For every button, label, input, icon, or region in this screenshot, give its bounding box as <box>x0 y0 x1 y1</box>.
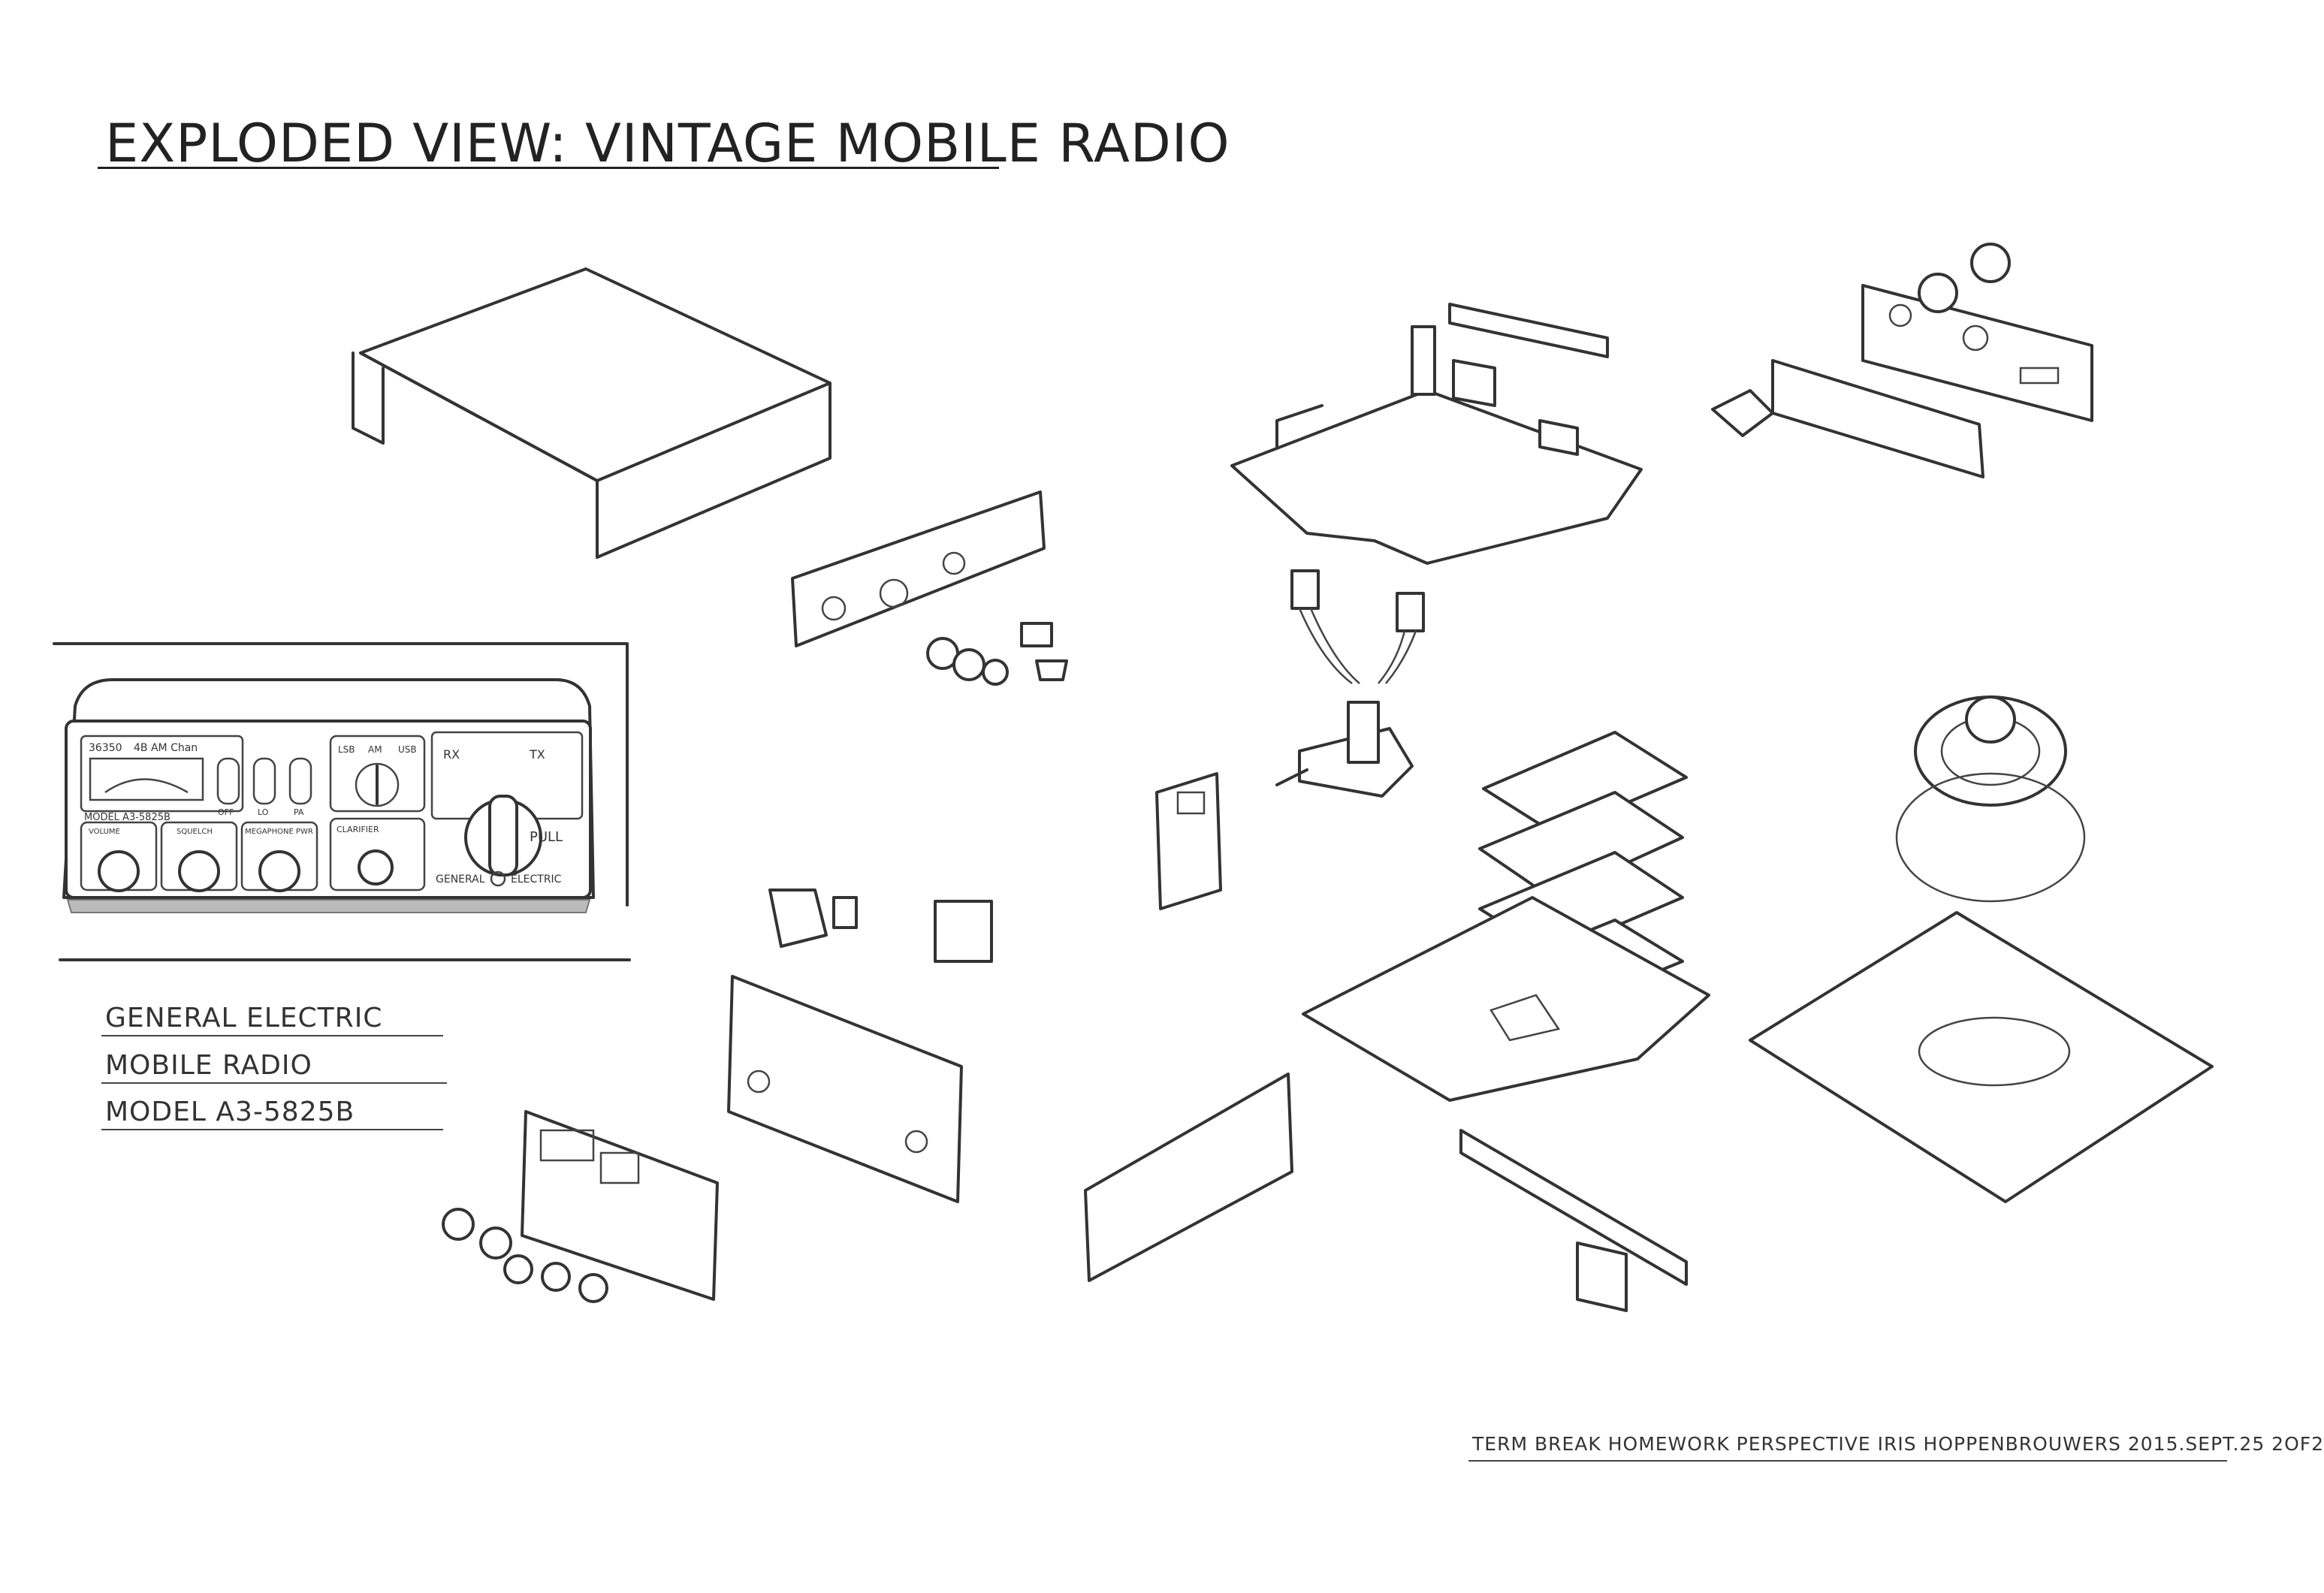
page-title: EXPLODED VIEW: VINTAGE MOBILE RADIO <box>105 113 1230 174</box>
front-bezel <box>521 1110 719 1301</box>
mode-label-usb: USB <box>398 744 417 755</box>
knob-label-megaphone: MEGAPHONE PWR <box>245 828 313 836</box>
info-rule-3 <box>101 1129 443 1130</box>
small-knobs-cluster <box>442 1208 608 1303</box>
rear-bracket-upper <box>791 490 1046 647</box>
clarifier-label: CLARIFIER <box>337 825 379 834</box>
switch-label-off: OFF <box>218 807 234 817</box>
bottom-tray <box>1749 911 2214 1203</box>
display-mode-label: 4B AM Chan <box>134 742 198 754</box>
knob-label-squelch: SQUELCH <box>177 828 213 836</box>
info-rule-1 <box>101 1035 443 1036</box>
mode-label-am: AM <box>368 744 382 755</box>
brand-left-label: GENERAL <box>436 873 485 886</box>
lower-rear-rail <box>1459 1129 1688 1312</box>
info-product: MOBILE RADIO <box>105 1050 312 1081</box>
center-relay <box>1275 701 1414 798</box>
switch-assembly-parts <box>768 889 993 963</box>
exploded-view-illustration: 36350 4B AM Chan MODEL A3-5825B OFF LO P… <box>53 243 2214 1312</box>
mode-label-lsb: LSB <box>338 744 355 755</box>
reference-frame <box>53 642 631 961</box>
tx-label: TX <box>529 747 545 762</box>
chassis-base <box>1302 896 1710 1102</box>
rear-connectors-small <box>926 622 1068 686</box>
model-plate-label: MODEL A3-5825B <box>84 812 171 823</box>
info-manufacturer: GENERAL ELECTRIC <box>105 1003 383 1033</box>
footer-underline <box>1468 1460 2227 1462</box>
lower-left-bracket <box>1084 1073 1293 1282</box>
switch-label-lo: LO <box>258 807 269 817</box>
switch-label-pa: PA <box>294 807 304 817</box>
display-channel-label: 36350 <box>89 742 122 754</box>
footer-credit: TERM BREAK HOMEWORK PERSPECTIVE IRIS HOP… <box>1472 1433 2324 1455</box>
speaker <box>1895 695 2086 903</box>
top-cover <box>352 267 832 559</box>
info-rule-2 <box>101 1082 447 1084</box>
brand-right-label: ELECTRIC <box>511 873 562 886</box>
toggle-switch-group: OFF LO PA <box>216 757 312 817</box>
rx-label: RX <box>443 747 460 762</box>
radio-front-assembled: 36350 4B AM Chan MODEL A3-5825B OFF LO P… <box>62 678 595 913</box>
front-knobs: VOLUME SQUELCH MEGAPHONE PWR <box>80 821 318 892</box>
side-bracket-center <box>1155 772 1222 910</box>
front-chassis-frame <box>727 975 963 1203</box>
rear-panel <box>1711 243 2093 478</box>
pull-label: PULL <box>530 829 563 845</box>
knob-label-volume: VOLUME <box>89 828 120 836</box>
drawing-page: EXPLODED VIEW: VINTAGE MOBILE RADIO GENE… <box>53 113 2323 1462</box>
title-underline <box>98 167 999 169</box>
info-model: MODEL A3-5825B <box>105 1097 355 1127</box>
main-pcb-upper <box>1230 303 1643 565</box>
wire-harness <box>1290 569 1425 684</box>
